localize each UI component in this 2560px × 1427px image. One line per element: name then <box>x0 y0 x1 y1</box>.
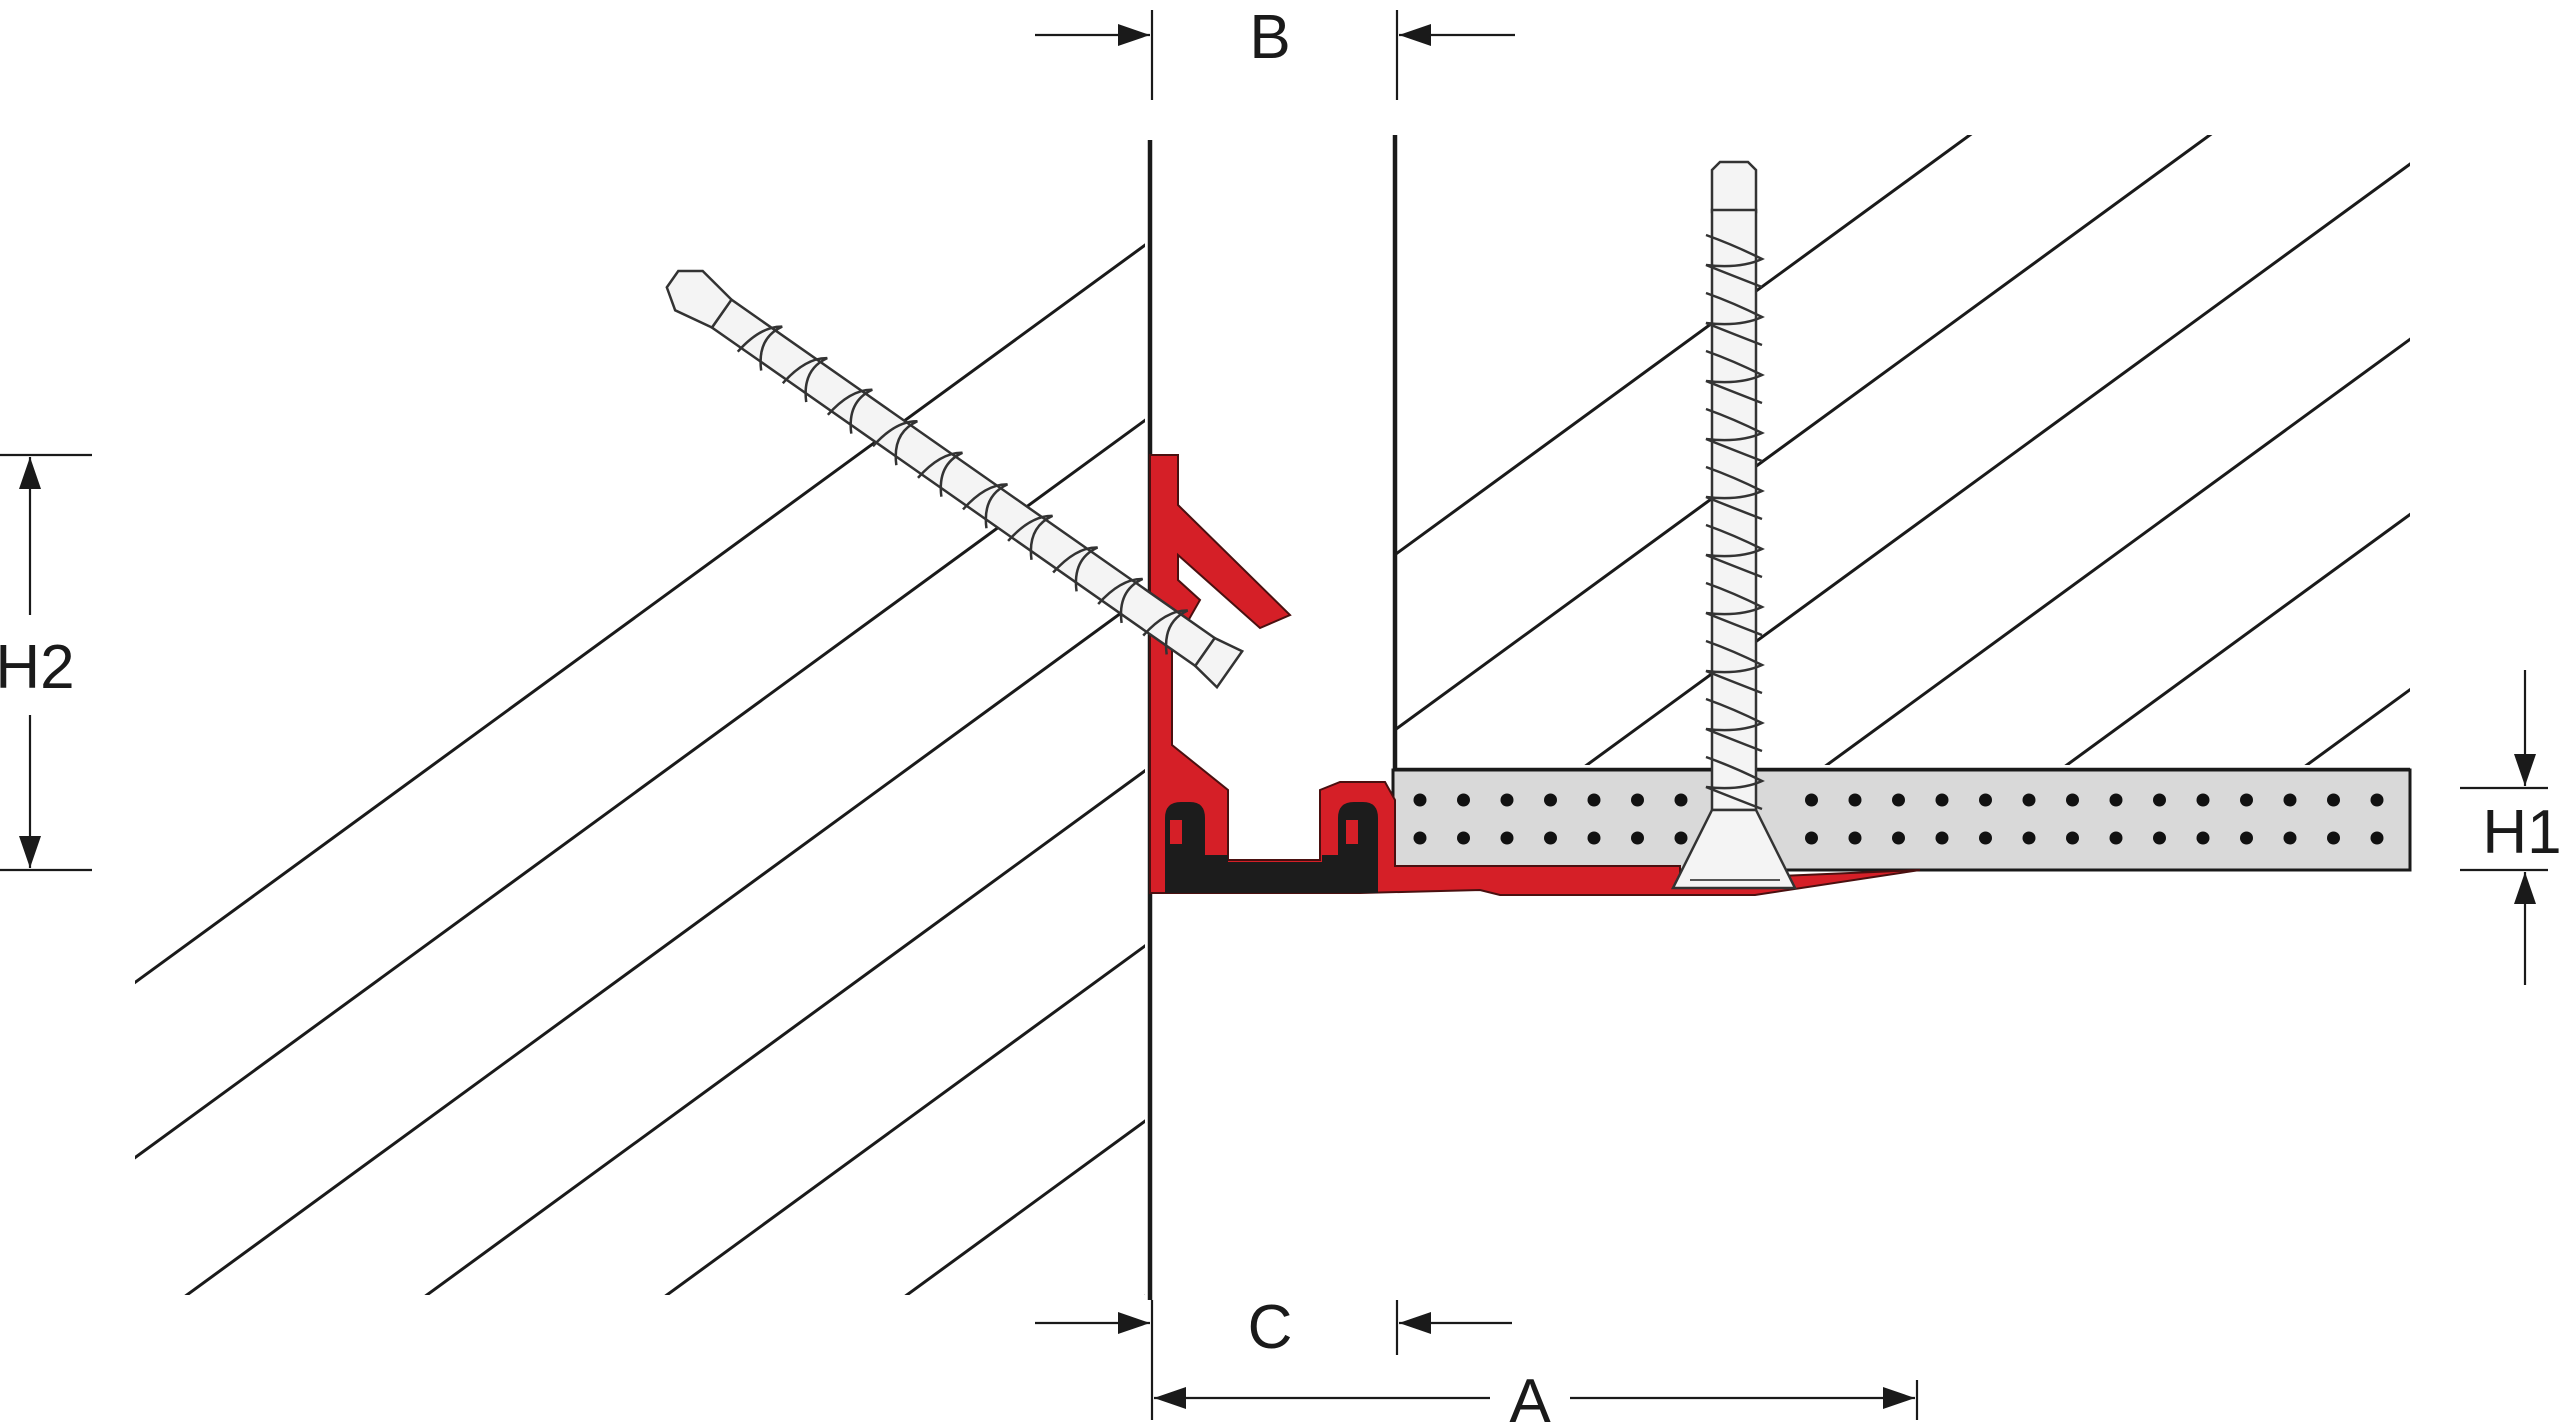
perforation-hole <box>1674 793 1688 807</box>
perforation-hole <box>2066 793 2079 807</box>
dimension-B: B <box>1035 3 1515 100</box>
perforation-hole <box>1413 793 1427 807</box>
hatch-line <box>184 593 1145 1295</box>
thread-turn <box>1097 577 1144 624</box>
hatch-line <box>904 1119 1145 1295</box>
perforation-hole <box>1805 793 1818 807</box>
thread-turn <box>1705 407 1765 463</box>
thread-turn <box>1705 291 1765 347</box>
perforation-hole <box>2196 831 2210 845</box>
perforation-hole <box>2370 793 2384 807</box>
hatch-line <box>1395 135 2213 732</box>
thread-turn <box>736 325 783 371</box>
thread-turn <box>962 483 1008 529</box>
perforation-hole <box>2153 831 2166 845</box>
perforation-hole <box>1457 831 1470 845</box>
thread-turn <box>781 356 828 403</box>
dimension-label-H1: H1 <box>2482 798 2560 867</box>
dimension-label-A: A <box>1509 1367 1551 1427</box>
vertical-screw <box>1670 160 1798 890</box>
perforated-carrier-board <box>1391 768 2412 872</box>
perforation-hole <box>2109 793 2123 807</box>
hatch-line <box>135 418 1145 1160</box>
perforation-hole <box>2370 831 2384 845</box>
hatch-line <box>2540 0 2560 770</box>
red-profile <box>1149 454 1921 896</box>
thread-turn <box>1007 514 1054 560</box>
dimension-C: C <box>1035 1293 1512 1362</box>
perforation-hole <box>2283 831 2297 845</box>
perforation-hole <box>1544 793 1557 807</box>
dimension-A: A <box>1150 1300 1919 1427</box>
perforation-hole <box>2327 793 2340 807</box>
dimension-H2: H2 <box>0 453 92 872</box>
thread-turn <box>1705 697 1765 753</box>
dimension-label-C: C <box>1248 1293 1293 1362</box>
thread-turn <box>1705 349 1765 405</box>
perforation-hole <box>1805 831 1818 845</box>
hatch-line <box>1380 132 2560 1300</box>
left-substrate-hatching <box>135 132 2560 1300</box>
thread-turn <box>917 451 963 497</box>
perforation-hole <box>1979 793 1992 807</box>
thread-turn <box>1052 546 1099 592</box>
thread-turn <box>1705 755 1765 811</box>
diagonal-screw <box>665 269 1245 690</box>
perforation-hole <box>2196 793 2210 807</box>
perforation-hole <box>2109 831 2123 845</box>
perforation-hole <box>2327 831 2340 845</box>
hatch-line <box>2304 687 2410 765</box>
thread-turn <box>826 388 873 434</box>
perforation-hole <box>1631 793 1644 807</box>
perforation-hole <box>1500 793 1514 807</box>
perforation-hole <box>1935 831 1949 845</box>
perforation-hole <box>1500 831 1514 845</box>
perforation-hole <box>1979 831 1992 845</box>
thread-turn <box>1705 465 1765 521</box>
hatch-line <box>664 944 1145 1295</box>
hatch-line <box>1584 162 2410 765</box>
perforation-hole <box>2240 831 2253 845</box>
perforation-hole <box>2022 793 2036 807</box>
perforation-hole <box>2022 831 2036 845</box>
perforation-hole <box>1935 793 1949 807</box>
perforation-hole <box>1892 831 1905 845</box>
dimension-H1: H1 <box>2460 670 2560 985</box>
perforation-hole <box>1544 831 1557 845</box>
perforation-hole <box>1457 793 1470 807</box>
hatch-line <box>135 243 1145 985</box>
perforation-hole <box>1413 831 1427 845</box>
hatch-line <box>1395 135 1973 557</box>
perforation-hole <box>1892 793 1905 807</box>
right-substrate-hatching <box>1395 0 2560 770</box>
thread-turn <box>1142 609 1189 655</box>
thread-turn <box>1705 233 1765 289</box>
thread-turn <box>1705 639 1765 695</box>
perforation-hole <box>2066 831 2079 845</box>
perforation-hole <box>2240 793 2253 807</box>
perforation-hole <box>1587 831 1601 845</box>
perforation-hole <box>1848 831 1862 845</box>
perforation-hole <box>1848 793 1862 807</box>
thread-turn <box>871 420 918 466</box>
dimension-label-B: B <box>1249 3 1290 72</box>
thread-turn <box>1705 581 1765 637</box>
hatch-line <box>1144 1294 1145 1295</box>
perforation-hole <box>1631 831 1644 845</box>
hatch-line <box>2064 512 2410 765</box>
dimension-label-H2: H2 <box>0 633 75 702</box>
perforation-hole <box>2153 793 2166 807</box>
perforation-hole <box>1674 831 1688 845</box>
hatch-line <box>1824 337 2410 765</box>
perforation-hole <box>1587 793 1601 807</box>
black-rubber-insert <box>1165 802 1378 893</box>
perforation-hole <box>2283 793 2297 807</box>
thread-turn <box>1705 523 1765 579</box>
hatch-line <box>424 768 1145 1295</box>
